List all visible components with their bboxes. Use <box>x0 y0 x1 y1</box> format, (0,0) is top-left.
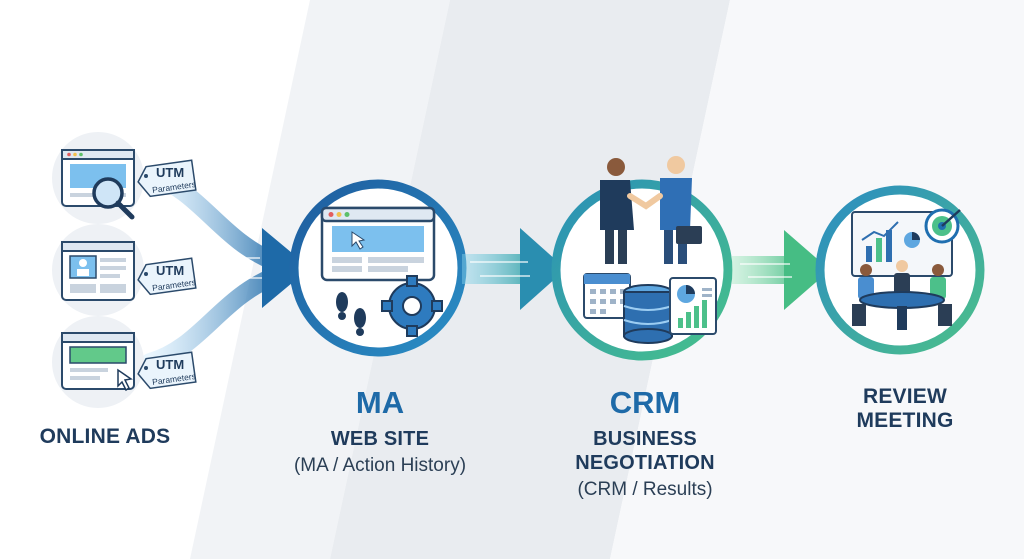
stage-subtitle: WEB SITE <box>330 428 430 450</box>
utm-tag-2: UTM Parameters <box>140 259 202 299</box>
online-ads-column <box>52 132 197 408</box>
stage-note: (CRM / Results) <box>577 479 713 500</box>
label-ma: MA WEB SITE (MA / Action History) <box>270 385 490 477</box>
crm-circle <box>551 156 733 361</box>
flow-ma-to-crm <box>462 228 566 310</box>
utm-tag-1: UTM Parameters <box>140 161 202 201</box>
review-circle <box>815 185 985 355</box>
utm-tag-sublabel: Parameters <box>151 178 197 196</box>
utm-tag-label: UTM <box>156 165 185 180</box>
flow-crm-to-review <box>732 230 830 310</box>
label-review: REVIEW MEETING <box>820 385 990 433</box>
stage-subtitle-line2: MEETING <box>856 409 954 432</box>
stage-title: CRM <box>609 385 681 420</box>
ma-circle <box>289 179 467 357</box>
stage-subtitle-line1: BUSINESS <box>593 428 697 450</box>
stage-subtitle-line2: NEGOTIATION <box>575 452 715 474</box>
utm-tag-3: UTM Parameters <box>140 353 202 393</box>
stage-title: MA <box>355 385 405 420</box>
utm-tag-label: UTM <box>156 357 185 372</box>
utm-tag-label: UTM <box>156 263 185 278</box>
stage-note: (MA / Action History) <box>293 455 467 476</box>
utm-tag-sublabel: Parameters <box>151 370 197 388</box>
stage-subtitle: ONLINE ADS <box>39 425 171 448</box>
stage-subtitle-line1: REVIEW <box>862 385 948 408</box>
label-crm: CRM BUSINESS NEGOTIATION (CRM / Results) <box>540 385 750 501</box>
label-online-ads: ONLINE ADS <box>20 425 190 449</box>
utm-tag-sublabel: Parameters <box>151 276 197 294</box>
